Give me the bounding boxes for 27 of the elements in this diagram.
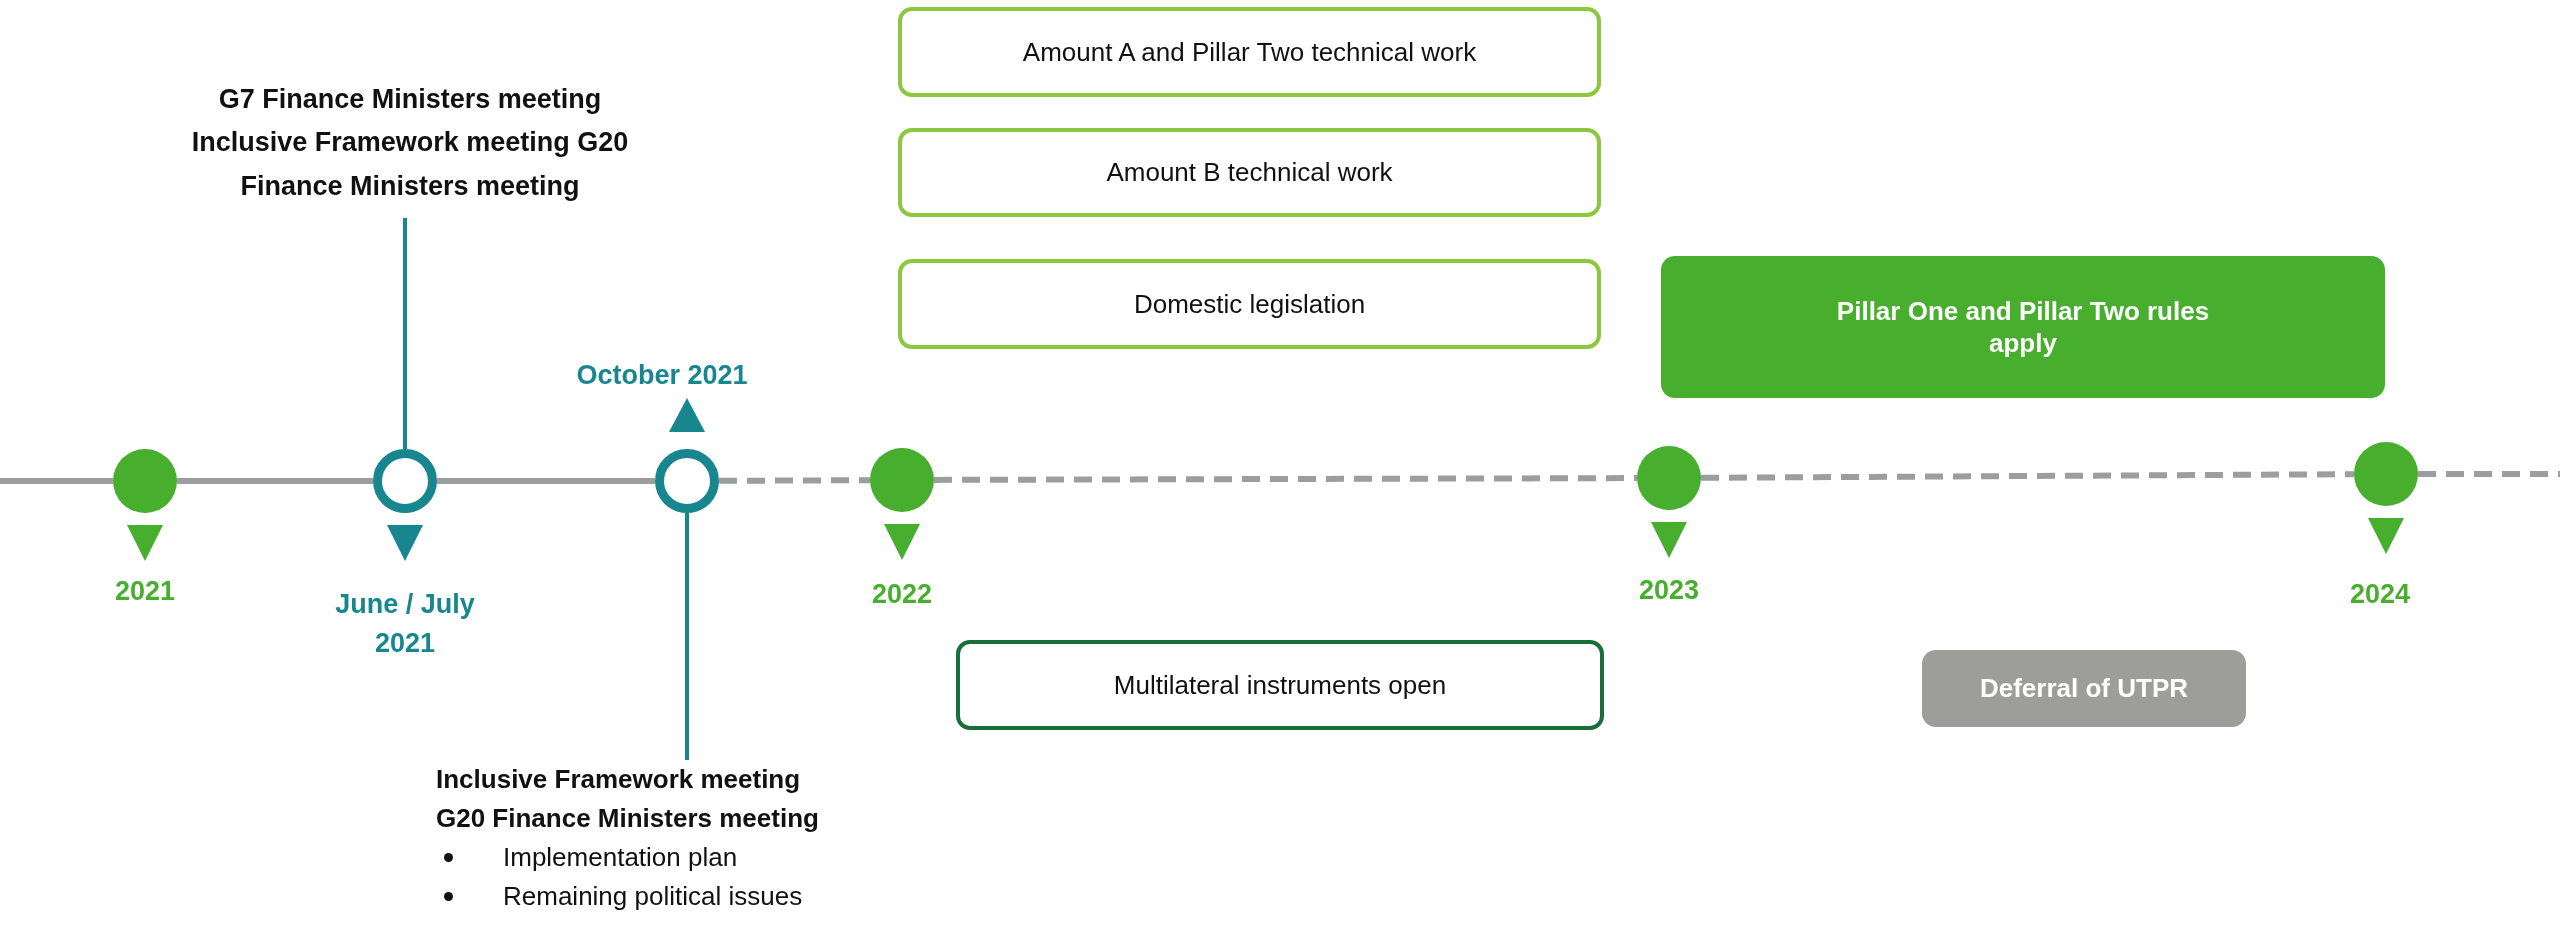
bullet-item: Implementation plan [503,842,738,873]
meeting-heading: Inclusive Framework meeting [436,764,801,795]
timeline-line [2418,471,2560,477]
timeline-line [719,477,870,484]
date-label: June / July 2021 [334,588,476,661]
phase-box: Amount A and Pillar Two technical work [898,7,1601,97]
timeline-line [437,478,655,484]
leader-line [685,513,689,760]
phase-box: Deferral of UTPR [1922,650,2246,727]
timeline-line [177,478,373,484]
timeline-line [1701,471,2354,481]
phase-box: Pillar One and Pillar Two rules apply [1661,256,2385,398]
date-label: October 2021 [575,358,749,392]
meeting-note: G7 Finance Ministers meeting Inclusive Framework meeting G20 Finance Ministers meeting [190,83,630,203]
timeline-line [0,478,113,484]
phase-box: Amount B technical work [898,128,1601,217]
leader-line [403,218,407,449]
date-label: 2022 [870,577,934,611]
milestone-ring [373,449,437,513]
date-label: 2023 [1637,573,1701,607]
bullet-item: Remaining political issues [503,881,803,912]
phase-box: Domestic legislation [898,259,1601,349]
date-label: 2021 [113,574,177,608]
meeting-heading: G20 Finance Ministers meeting [436,803,819,834]
date-label: 2024 [2348,577,2412,611]
timeline-line [934,475,1637,483]
phase-box: Multilateral instruments open [956,640,1604,730]
